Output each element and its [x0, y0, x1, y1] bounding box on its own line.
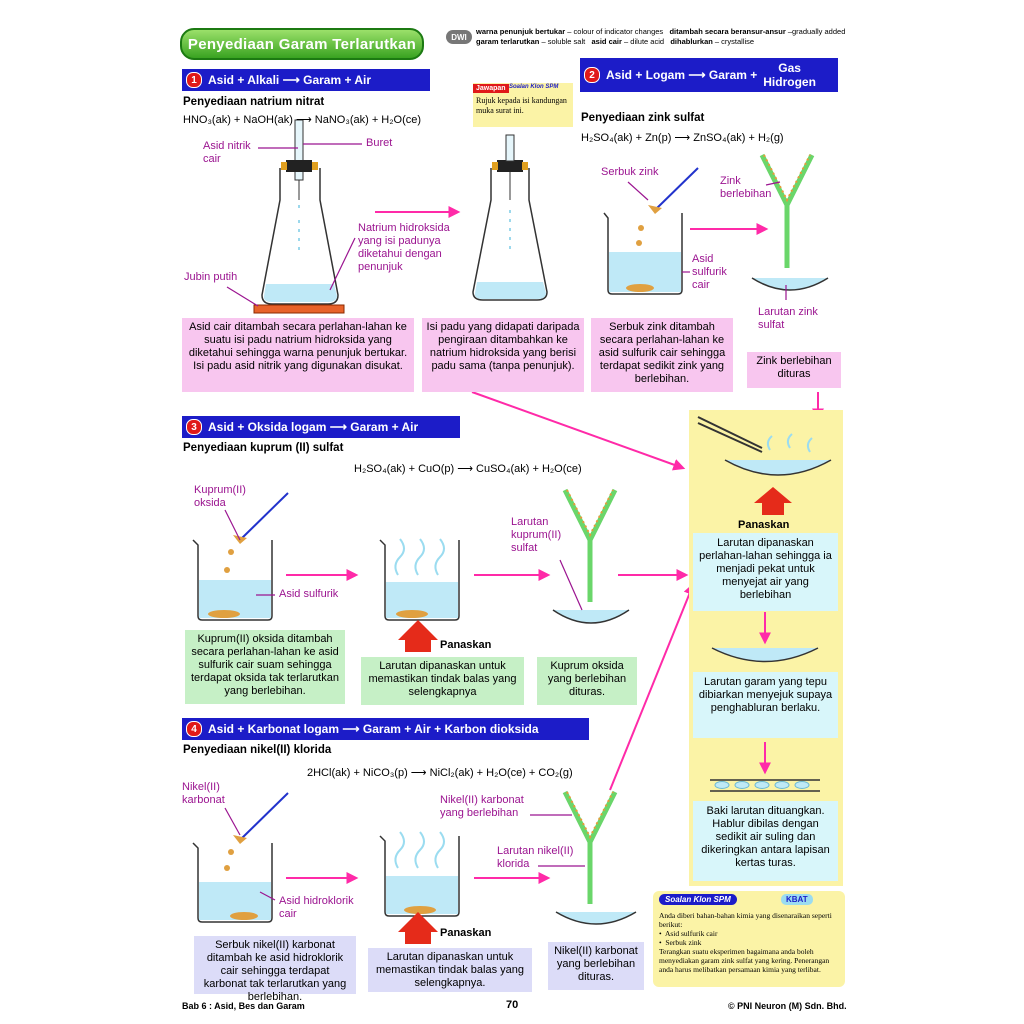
label-white-tile: Jubin putih [184, 271, 238, 283]
funnel-filter-zinc [751, 153, 829, 291]
footer-page-number: 70 [506, 999, 519, 1011]
beaker-zinc [603, 167, 699, 295]
section1-step2-box: Isi padu yang didapati daripada pengiraa… [422, 318, 584, 392]
footer-copyright: © PNI Neuron (M) Sdn. Bhd. [728, 1001, 847, 1011]
jawapan-text: Rujuk kepada isi kandungan muka surat in… [476, 96, 567, 115]
label-zinc-powder: Serbuk zink [601, 166, 659, 178]
section2-step1-box: Serbuk zink ditambah secara perlahan-lah… [591, 318, 733, 392]
klon-question-text: Anda diberi bahan-bahan kimia yang disen… [659, 911, 832, 974]
label-naoh: Natrium hidroksida yang isi padunya dike… [358, 222, 450, 273]
section1-step1-box: Asid cair ditambah secara perlahan-lahan… [182, 318, 414, 392]
beaker-nickel-heated [379, 831, 460, 944]
cooling-dish [711, 647, 819, 663]
funnel-filter-cuso4 [552, 488, 630, 624]
section3-band: 3 Asid + Oksida logam ⟶ Garam + Air [182, 416, 460, 438]
section4-band-text: Asid + Karbonat logam ⟶ Garam + Air + Ka… [208, 722, 539, 736]
klon-tag: Soalan Klon SPM [659, 894, 737, 905]
dwi-badge: DWI [446, 30, 472, 44]
section4-heading: Penyediaan nikel(II) klorida [183, 744, 332, 756]
footer-chapter: Bab 6 : Asid, Bes dan Garam [182, 1001, 305, 1011]
section4-step1-box: Serbuk nikel(II) karbonat ditambah ke as… [194, 936, 356, 1003]
flask-with-buret-1 [253, 119, 345, 314]
section2-equation: H₂SO₄(ak) + Zn(p) ⟶ ZnSO₄(ak) + H₂(g) [581, 132, 784, 144]
page-title: Penyediaan Garam Terlarutkan [180, 28, 424, 60]
evaporating-dish [697, 416, 832, 476]
beaker-nickel [192, 792, 289, 923]
section3-step2-box: Larutan dipanaskan untuk memastikan tind… [361, 657, 524, 705]
section3-step1-box: Kuprum(II) oksida ditambah secara perlah… [185, 630, 345, 704]
section1-number: 1 [186, 72, 202, 88]
panel-step2-box: Larutan garam yang tepu dibiarkan menyej… [693, 672, 838, 738]
section4-equation: 2HCl(ak) + NiCO₃(p) ⟶ NiCl₂(ak) + H₂O(ce… [307, 767, 573, 779]
glossary: warna penunjuk bertukar – colour of indi… [476, 27, 846, 46]
section1-band: 1 Asid + Alkali ⟶ Garam + Air [182, 69, 430, 91]
label-hydrochloric-acid: Asid hidroklorik cair [279, 895, 354, 920]
section3-heading: Penyediaan kuprum (II) sulfat [183, 442, 344, 454]
section4-number: 4 [186, 721, 202, 737]
jawapan-note: Jawapan Soalan Klon SPM Rujuk kepada isi… [473, 83, 573, 127]
section2-gas-label: Gas Hidrogen [763, 61, 816, 89]
panel-step1-box: Larutan dipanaskan perlahan-lahan sehing… [693, 533, 838, 611]
beaker-cuo-heated [379, 538, 460, 652]
crystals-on-filter [710, 779, 820, 792]
section2-step2-box: Zink berlebihan dituras [747, 352, 841, 388]
label-heat-3: Panaskan [440, 639, 492, 651]
label-heat-4: Panaskan [440, 927, 492, 939]
label-sulfuric-acid-zinc: Asid sulfurik cair [692, 253, 727, 291]
section4-band: 4 Asid + Karbonat logam ⟶ Garam + Air + … [182, 718, 589, 740]
klon-question-box: Soalan Klon SPM KBAT Anda diberi bahan-b… [653, 891, 845, 987]
label-nickel-chloride-solution: Larutan nikel(II) klorida [497, 845, 574, 870]
label-zinc-sulfate-solution: Larutan zink sulfat [758, 306, 818, 331]
label-excess-nickel-carbonate: Nikel(II) karbonat yang berlebihan [440, 794, 524, 819]
section1-band-text: Asid + Alkali ⟶ Garam + Air [208, 73, 372, 87]
label-leaders [224, 143, 787, 901]
section1-heading: Penyediaan natrium nitrat [183, 96, 325, 108]
flask-2 [472, 134, 548, 301]
section3-band-text: Asid + Oksida logam ⟶ Garam + Air [208, 420, 419, 434]
label-buret: Buret [366, 137, 393, 149]
section2-band: 2 Asid + Logam ⟶ Garam + Gas Hidrogen [580, 58, 838, 92]
section2-band-text: Asid + Logam ⟶ Garam + [606, 68, 758, 82]
label-copper-oxide: Kuprum(II) oksida [194, 484, 246, 509]
section4-step2-box: Larutan dipanaskan untuk memastikan tind… [368, 948, 532, 992]
section2-heading: Penyediaan zink sulfat [581, 112, 705, 124]
panel-step3-box: Baki larutan dituangkan. Hablur dibilas … [693, 801, 838, 881]
label-excess-zinc: Zink berlebihan [720, 175, 772, 200]
jawapan-tag-klon: Soalan Klon SPM [509, 84, 559, 90]
label-nickel-carbonate: Nikel(II) karbonat [182, 781, 225, 806]
section2-number: 2 [584, 67, 600, 83]
section4-step3-box: Nikel(II) karbonat yang berlebihan ditur… [548, 942, 644, 990]
jawapan-tag: Jawapan [473, 84, 509, 93]
section3-equation: H₂SO₄(ak) + CuO(p) ⟶ CuSO₄(ak) + H₂O(ce) [354, 463, 582, 475]
section3-number: 3 [186, 419, 202, 435]
flow-arrows [286, 206, 824, 884]
label-nitric-acid: Asid nitrik cair [203, 140, 251, 165]
heat-arrow [754, 487, 792, 515]
section3-step3-box: Kuprum oksida yang berlebihan dituras. [537, 657, 637, 705]
label-heat-panel: Panaskan [738, 519, 790, 531]
section1-equation: HNO₃(ak) + NaOH(ak) ⟶ NaNO₃(ak) + H₂O(ce… [183, 114, 422, 126]
label-sulfuric-acid: Asid sulfurik [279, 588, 339, 600]
label-copper-sulfate-solution: Larutan kuprum(II) sulfat [511, 516, 562, 554]
kbat-badge: KBAT [781, 894, 813, 905]
funnel-filter-nickel [555, 790, 637, 925]
